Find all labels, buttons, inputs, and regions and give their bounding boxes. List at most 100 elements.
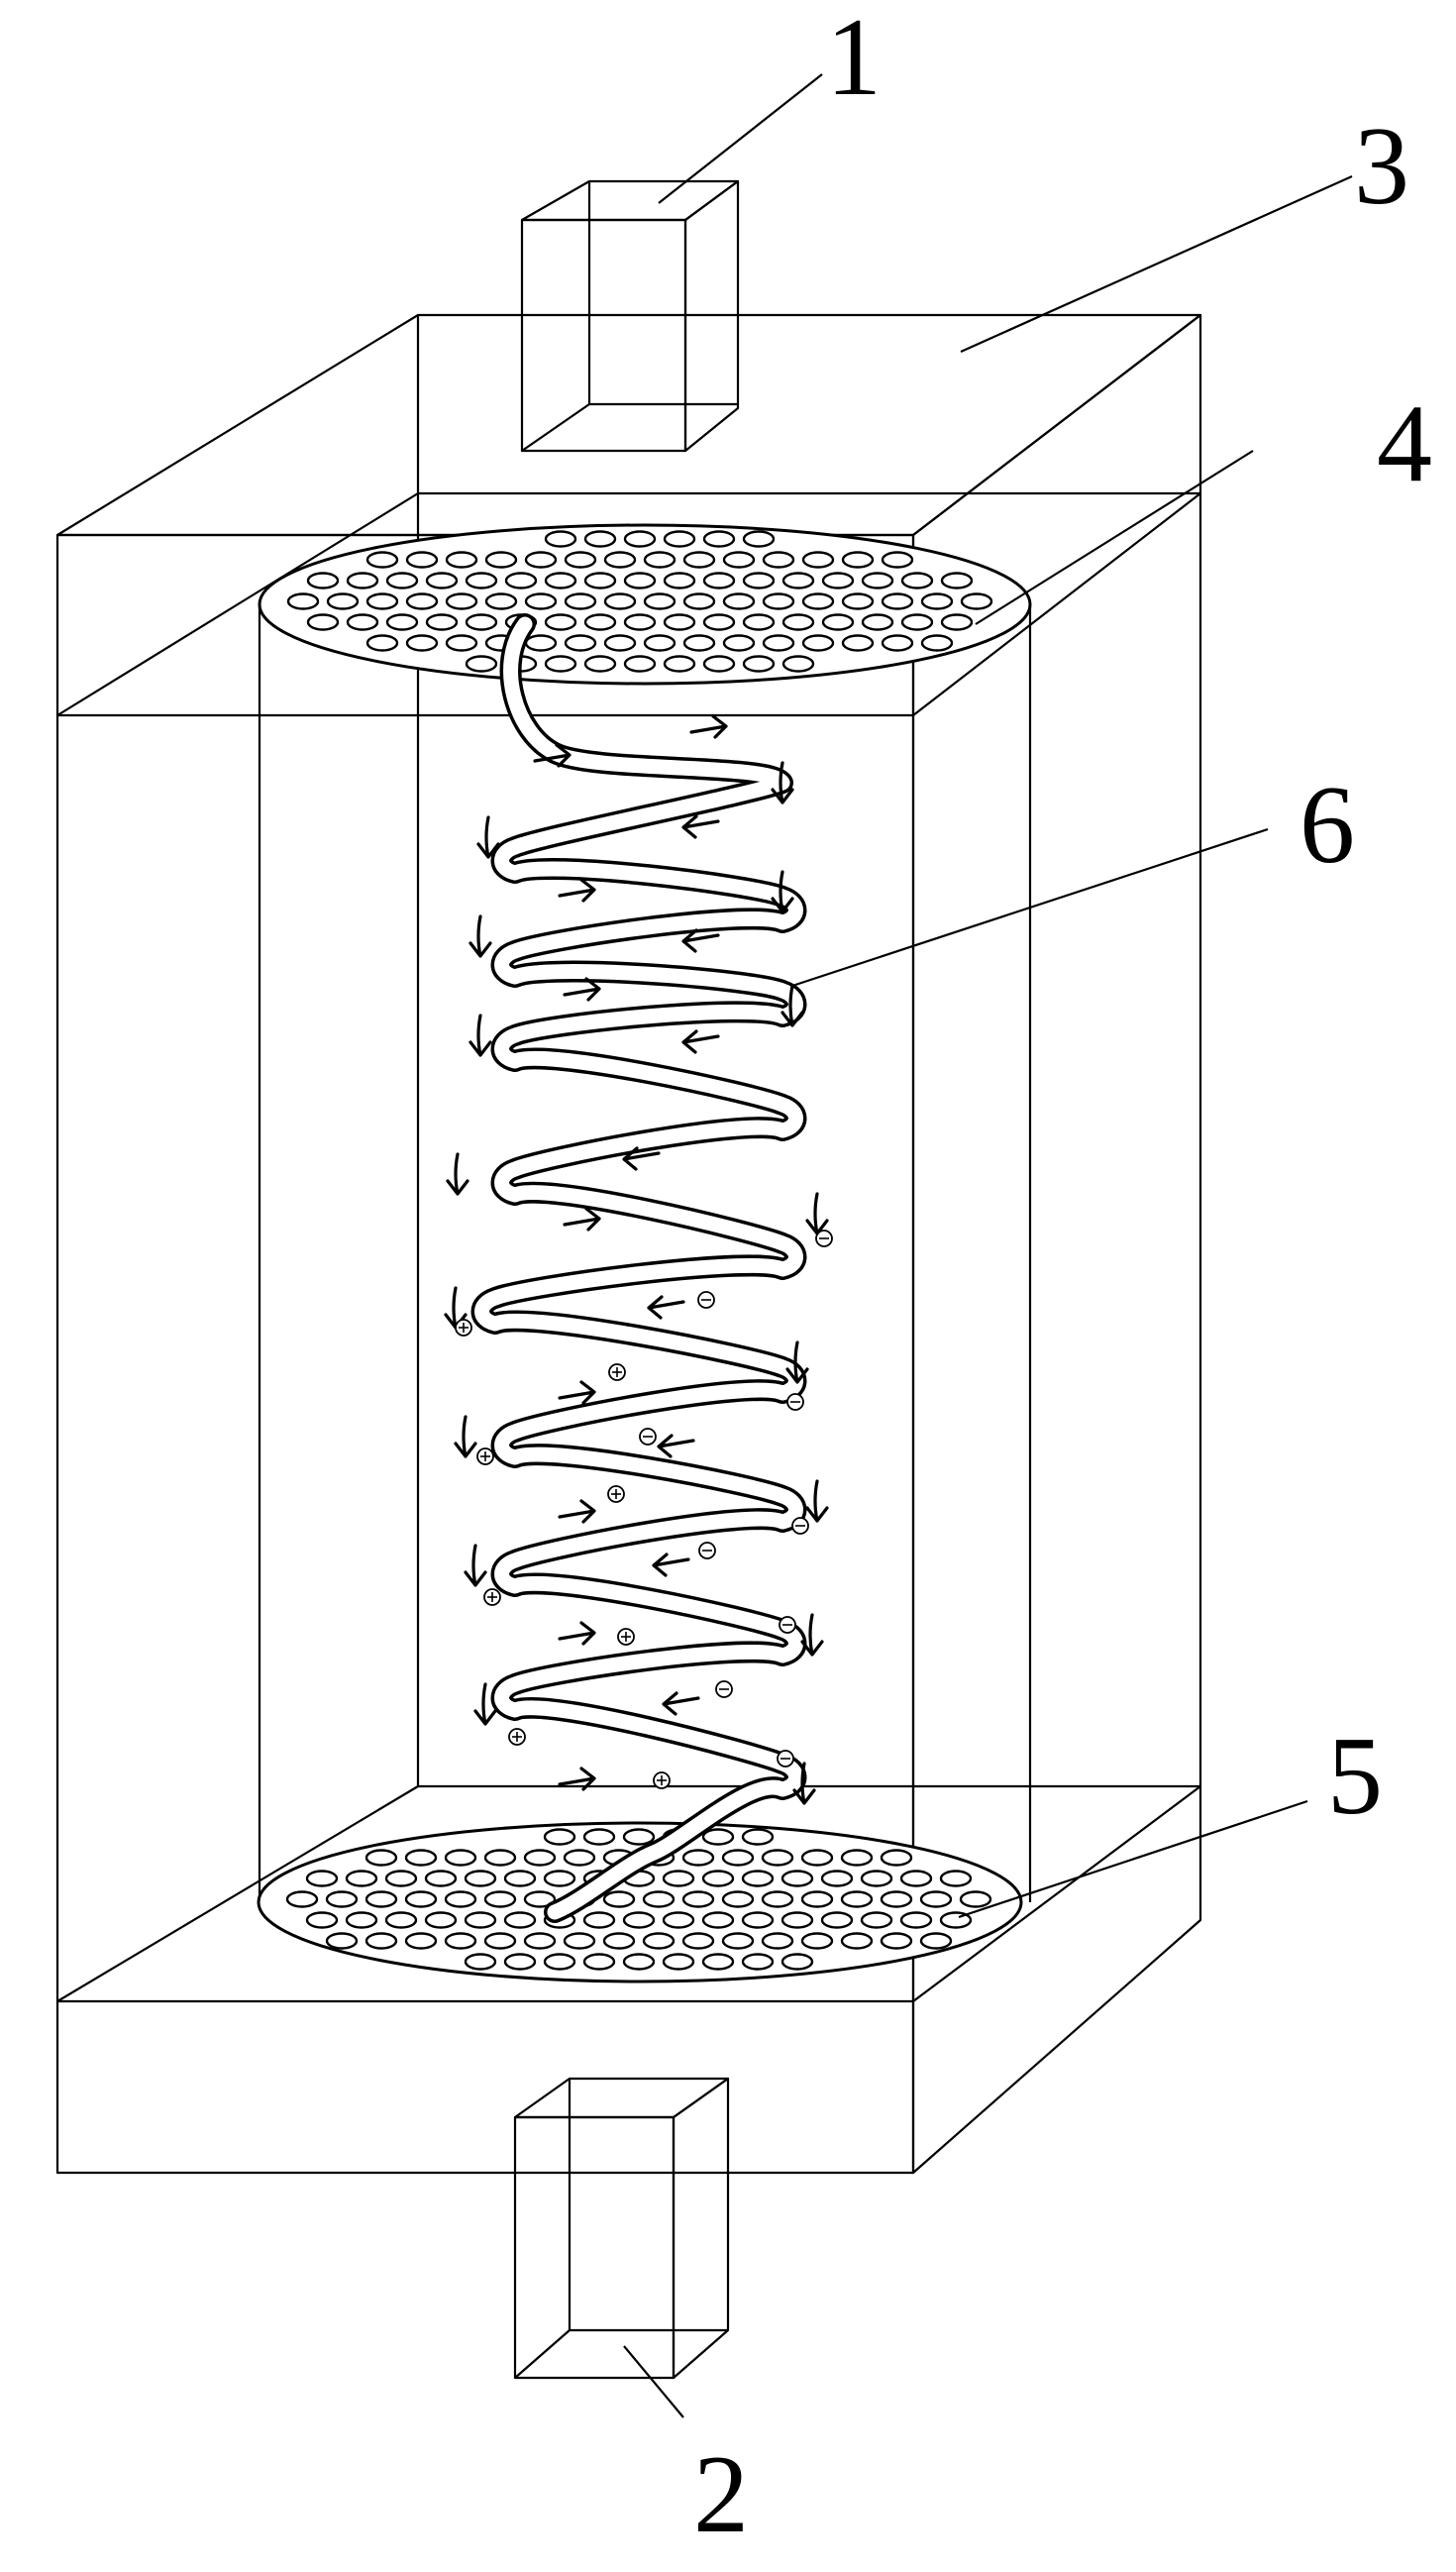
bottom-plate-hole [741,1828,775,1846]
flow-arrow-right [689,714,728,739]
bottom-plate-hole [404,1932,438,1950]
bottom-plate-hole [780,1870,814,1887]
bottom-plate-hole [899,1911,933,1929]
top-plate-hole [742,655,776,673]
callout-6: 6 [1300,764,1355,887]
bottom-plate-hole [741,1953,775,1971]
top-plate-hole [405,592,439,610]
top-plate-hole [663,572,696,589]
top-plate-hole [801,551,835,569]
top-plate-hole [524,634,558,652]
top-plate-hole [722,551,756,569]
top-plate-hole [881,592,914,610]
top-plate-hole [405,634,439,652]
top-perforated-plate [258,523,1032,686]
bottom-plate-hole [761,1849,794,1867]
bottom-plate-hole [721,1849,755,1867]
top-plate-hole [365,551,399,569]
flow-arrow-left [647,1295,685,1320]
bottom-plate-hole [840,1932,874,1950]
bottom-plate-hole [701,1828,735,1846]
leader-1 [658,73,823,204]
top-plate-hole [603,551,637,569]
top-plate-hole [564,592,597,610]
top-plate-hole [425,613,459,631]
bottom-plate-hole [780,1953,814,1971]
flow-arrow-left [657,1434,695,1458]
bottom-plate-hole [721,1890,755,1908]
bottom-plate-hole [345,1911,378,1929]
top-plate-hole [643,592,676,610]
top-plate-hole [781,655,815,673]
top-plate-hole [663,613,696,631]
bottom-plate-hole [503,1953,537,1971]
top-plate-hole [920,634,954,652]
bottom-plate-hole [384,1870,418,1887]
top-plate-hole [841,592,875,610]
leader-6 [791,827,1269,988]
top-plate-hole [365,634,399,652]
top-plate-hole [365,592,399,610]
flow-arrow-down [454,1415,477,1458]
bottom-plate-hole [464,1953,497,1971]
top-plate-hole [465,572,498,589]
bottom-plate-hole [364,1932,398,1950]
top-plate-hole [445,634,478,652]
bottom-plate-hole [424,1911,458,1929]
bottom-plate-hole [464,1870,497,1887]
flow-arrow-down [805,1192,829,1235]
bottom-plate-hole [681,1932,715,1950]
bottom-plate-hole [622,1828,656,1846]
callout-4: 4 [1377,382,1432,505]
flow-arrow-down [446,1152,469,1196]
bottom-plate-hole [642,1932,676,1950]
bottom-plate-hole [444,1932,477,1950]
leader-5 [958,1799,1308,1919]
bottom-plate-hole [800,1849,834,1867]
top-plate-hole [524,551,558,569]
top-plate-hole [544,655,577,673]
bottom-plate-hole [582,1953,616,1971]
top-plate-hole [524,592,558,610]
top-plate-hole [346,613,379,631]
flow-arrow-right [563,1207,601,1232]
leader-2 [623,2345,684,2418]
bottom-plate-hole [444,1849,477,1867]
spiral-channel [470,613,807,1923]
flow-arrow-right [533,743,572,768]
top-plate-hole [801,592,835,610]
top-plate-hole [742,613,776,631]
inner-cylinder [258,604,1032,1902]
bottom-plate-hole [464,1911,497,1929]
bottom-plate-hole [800,1932,834,1950]
top-plate-hole [900,572,934,589]
bottom-plate-hole [582,1911,616,1929]
top-plate-hole [445,551,478,569]
top-plate-hole [841,634,875,652]
bottom-plate-hole [919,1932,953,1950]
top-plate-hole [861,613,894,631]
top-plate-hole [623,530,657,548]
top-plate-hole [425,572,459,589]
bottom-plate-hole [622,1953,656,1971]
bottom-plate-hole [939,1870,973,1887]
leader-3 [960,174,1353,354]
bottom-plate-hole [483,1849,517,1867]
top-plate-hole [326,592,360,610]
flow-arrow-right [558,1767,596,1791]
housing [55,313,1202,2175]
top-plate-hole [583,530,617,548]
flow-arrow-left [681,1029,720,1054]
bottom-plate-hole [642,1890,676,1908]
top-plate-hole [623,655,657,673]
top-plate-hole [346,572,379,589]
top-plate-hole [306,613,340,631]
upper-band-back-diag [56,492,419,716]
bottom-plate-hole [662,1953,695,1971]
top-plate-hole [821,572,855,589]
bottom-plate-hole [820,1911,854,1929]
top-plate-hole [702,572,736,589]
bottom-plate-hole [622,1911,656,1929]
outlet-side-face [672,2077,730,2380]
